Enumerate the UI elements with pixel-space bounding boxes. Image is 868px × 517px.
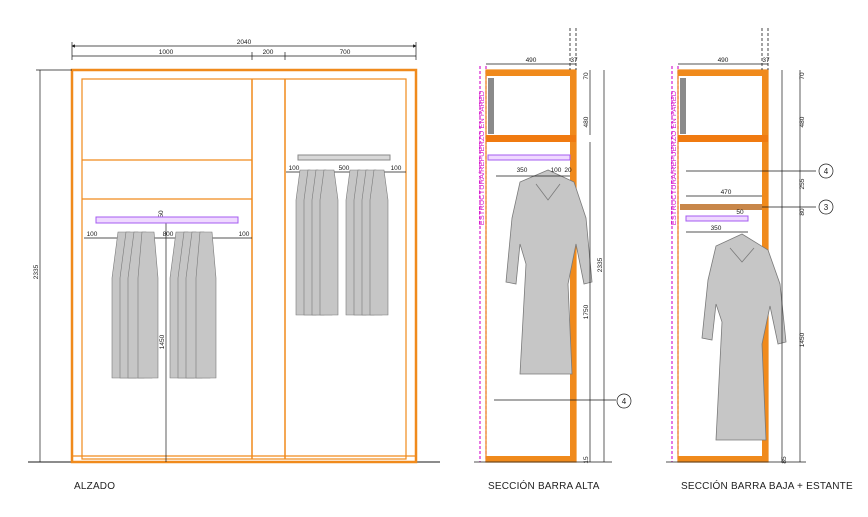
sh-wall-label: ESTRUCTURA/REFUERZO EN PARED — [477, 90, 486, 225]
sh-dim-bar-gap: 100 — [551, 167, 562, 174]
sl-dim-bar-depth: 350 — [711, 225, 722, 232]
sl-dim-upper: 480 — [799, 116, 806, 127]
dim-rail-height: 1450 — [159, 334, 166, 349]
sl-dim-bar-offset: 50 — [736, 209, 744, 216]
section-low-caption: SECCIÓN BARRA BAJA + ESTANTE — [681, 481, 853, 492]
section-high-view — [479, 28, 593, 463]
dim-right-rail: 500 — [339, 165, 350, 172]
sh-dim-total: 2335 — [597, 257, 604, 272]
section-low-shelf — [680, 204, 762, 210]
section-low-rail — [685, 215, 749, 222]
section-low-garment — [701, 233, 787, 441]
dim-left-width: 1000 — [159, 49, 174, 56]
hanging-rail-left — [95, 216, 239, 224]
section-low-view — [671, 28, 787, 463]
section-high-garment — [505, 169, 593, 375]
elevation-view — [28, 68, 440, 464]
sl-wall-label: ESTRUCTURA/REFUERZO EN PARED — [669, 90, 678, 225]
sh-dim-bar-depth: 350 — [517, 167, 528, 174]
section-high-dimensions — [486, 63, 632, 462]
sh-dim-depth: 490 — [526, 57, 537, 64]
elevation-caption: ALZADO — [74, 481, 116, 492]
sl-callout-b: 3 — [824, 203, 829, 212]
section-high-rail — [487, 154, 571, 161]
wardrobe-inner-frame — [81, 78, 407, 460]
sl-dim-shelf-depth: 470 — [721, 189, 732, 196]
sl-dim-top: 70 — [799, 72, 806, 80]
dim-right-gap-a: 100 — [289, 165, 300, 172]
garments-right — [295, 169, 389, 316]
section-low-labels: 490 37 70 480 255 80 1450 85 470 50 350 … — [669, 57, 829, 464]
sl-dim-depth: 490 — [718, 57, 729, 64]
dim-left-gap-b: 100 — [239, 231, 250, 238]
dim-right-gap-b: 100 — [391, 165, 402, 172]
section-low-dimensions — [678, 63, 834, 462]
section-high-labels: 490 37 70 480 2335 1750 15 350 100 20 4 … — [477, 57, 627, 464]
sh-dim-bar-end: 20 — [564, 167, 572, 174]
sh-dim-panel: 37 — [570, 57, 578, 64]
dim-left-rail: 800 — [163, 231, 174, 238]
garments-left — [111, 231, 217, 379]
section-low-callout-b-circle — [818, 199, 834, 215]
dim-right-width: 700 — [340, 49, 351, 56]
section-low-callout-a-circle — [818, 163, 834, 179]
sl-dim-mid: 255 — [799, 178, 806, 189]
dim-total-width: 2040 — [237, 39, 252, 46]
dim-rail-offset: 50 — [158, 210, 165, 218]
section-high-caption: SECCIÓN BARRA ALTA — [488, 481, 600, 492]
sh-dim-upper: 480 — [583, 116, 590, 127]
sl-callout-a: 4 — [824, 167, 829, 176]
sh-callout-number: 4 — [622, 397, 627, 406]
sl-dim-panel: 37 — [762, 57, 770, 64]
dim-total-height: 2335 — [33, 264, 40, 279]
section-high-shelf — [486, 135, 576, 142]
dim-left-gap-a: 100 — [87, 231, 98, 238]
sh-dim-top: 70 — [583, 72, 590, 80]
wardrobe-frame — [70, 68, 418, 464]
sl-dim-shelf: 80 — [799, 208, 806, 216]
section-high-callout-circle — [616, 393, 632, 409]
hanging-rail-right — [297, 154, 391, 161]
sl-dim-lower: 1450 — [799, 332, 806, 347]
elevation-dim-labels: 2040 1000 200 700 2335 1450 100 800 100 … — [33, 39, 402, 349]
dim-mid-width: 200 — [263, 49, 274, 56]
sh-dim-bottom: 15 — [583, 456, 590, 464]
sl-dim-bottom: 85 — [781, 456, 788, 464]
elevation-dimensions — [36, 42, 417, 462]
sh-dim-lower: 1750 — [583, 304, 590, 319]
section-low-top-shelf — [678, 135, 768, 142]
